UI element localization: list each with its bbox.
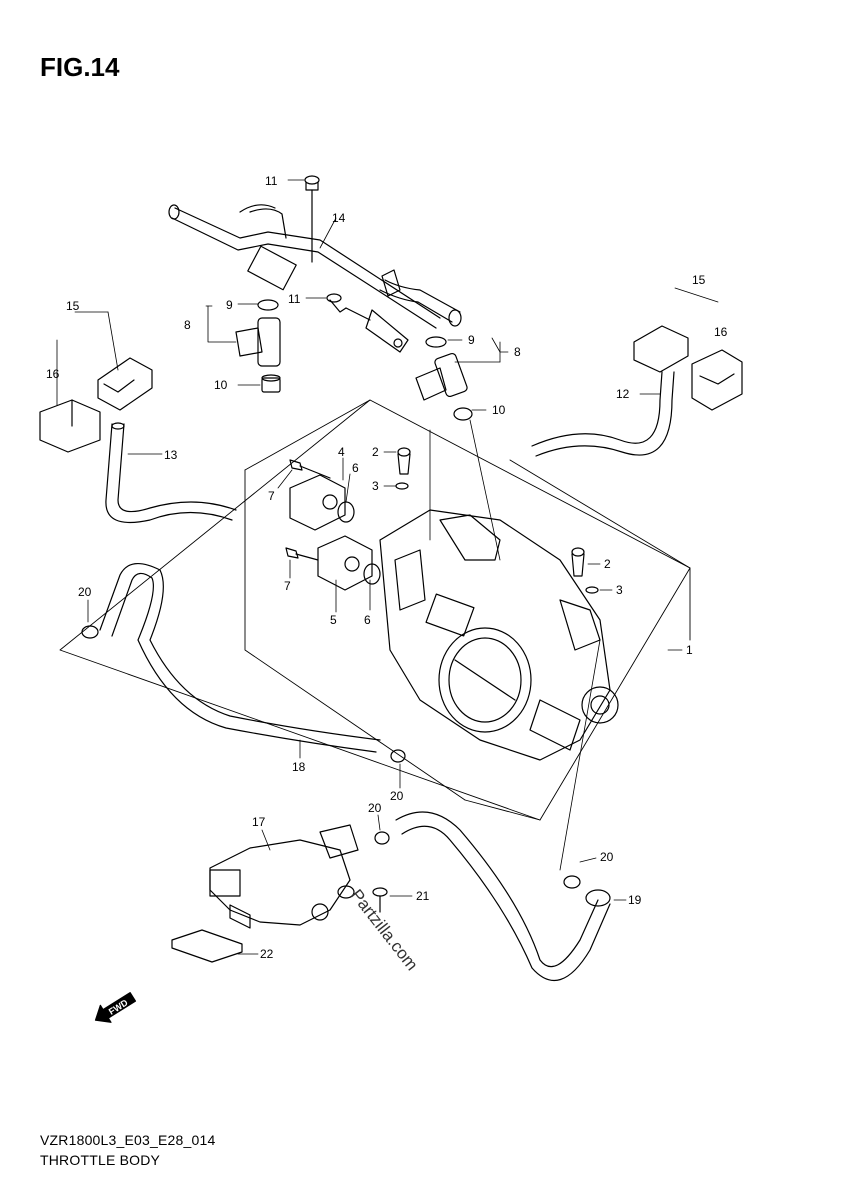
- callout-3a: 3: [372, 479, 379, 493]
- callout-10b: 10: [492, 403, 506, 417]
- callout-16a: 16: [714, 325, 728, 339]
- model-code: VZR1800L3_E03_E28_014: [40, 1132, 216, 1148]
- callout-17: 17: [252, 815, 266, 829]
- callout-14: 14: [332, 211, 346, 225]
- coupler-right: [633, 325, 743, 411]
- screw-21: [372, 887, 388, 913]
- callout-4: 4: [338, 445, 345, 459]
- callout-21: 21: [416, 889, 430, 903]
- hose-19: [395, 811, 611, 982]
- hose-12: [531, 371, 675, 457]
- fuel-injector-left: [235, 299, 281, 393]
- leader-lines: [56, 179, 719, 955]
- callout-1: 1: [686, 643, 693, 657]
- callout-2a: 2: [372, 445, 379, 459]
- bolt-11-top: [304, 175, 320, 263]
- callout-18: 18: [292, 760, 306, 774]
- screw-2-right: [571, 547, 599, 594]
- callout-2b: 2: [604, 557, 611, 571]
- callout-3b: 3: [616, 583, 623, 597]
- callout-9a: 9: [226, 298, 233, 312]
- coupler-left: [39, 357, 153, 453]
- callout-8b: 8: [514, 345, 521, 359]
- figure-title: FIG.14: [40, 52, 120, 82]
- callout-16b: 16: [46, 367, 60, 381]
- callout-11b: 11: [288, 292, 301, 306]
- hose-18: [99, 563, 381, 753]
- callout-7b: 7: [284, 579, 291, 593]
- callout-13: 13: [164, 448, 178, 462]
- secondary-tp-sensor: [285, 535, 381, 591]
- watermark-text: Partzilla.com: [347, 886, 422, 974]
- bolt-11-middle: [326, 293, 371, 321]
- callout-12: 12: [616, 387, 630, 401]
- callout-11a: 11: [265, 174, 278, 188]
- callout-20c: 20: [368, 801, 382, 815]
- callout-15a: 15: [692, 273, 706, 287]
- callout-6a: 6: [352, 461, 359, 475]
- screw-2-top: [395, 447, 411, 490]
- callout-labels: 11 14 15 15 16 16 9 11 8 10 9 8 10 12 13…: [46, 174, 728, 961]
- callout-6b: 6: [364, 613, 371, 627]
- callout-20a: 20: [78, 585, 92, 599]
- section-name: THROTTLE BODY: [40, 1152, 161, 1168]
- callout-7a: 7: [268, 489, 275, 503]
- callout-19: 19: [628, 893, 642, 907]
- callout-20b: 20: [390, 789, 404, 803]
- callout-15b: 15: [66, 299, 80, 313]
- throttle-body: [379, 509, 619, 761]
- callout-20d: 20: [600, 850, 614, 864]
- callout-5: 5: [330, 613, 337, 627]
- pad-22: [171, 929, 243, 963]
- isc-valve: [209, 824, 359, 929]
- fuel-injector-right: [415, 336, 473, 421]
- callout-9b: 9: [468, 333, 475, 347]
- hose-13: [105, 422, 237, 524]
- callout-10a: 10: [214, 378, 228, 392]
- tp-sensor: [289, 459, 355, 531]
- assembly-outline: [59, 399, 691, 821]
- hose-clamps: [81, 625, 581, 889]
- callout-22: 22: [260, 947, 274, 961]
- callout-8a: 8: [184, 318, 191, 332]
- forward-arrow-icon: FWD: [94, 992, 137, 1023]
- fuel-delivery-pipe: [168, 204, 462, 353]
